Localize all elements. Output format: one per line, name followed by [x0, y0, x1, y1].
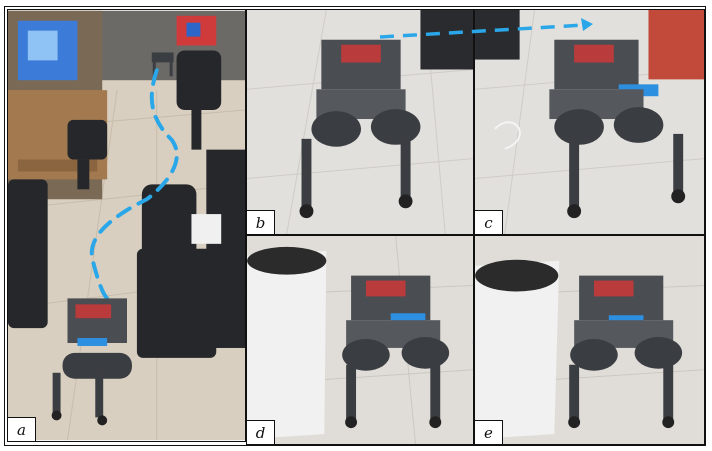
panel-b: b — [246, 9, 474, 235]
robot-dog — [51, 298, 132, 426]
panel-e-photo — [475, 236, 704, 444]
panel-c: c — [474, 9, 705, 235]
dashed-path-arrow — [89, 68, 179, 301]
panel-d-photo — [247, 236, 473, 444]
robot-dog — [549, 39, 686, 219]
panel-label-e: e — [475, 420, 503, 444]
panel-label-a: a — [8, 417, 36, 441]
trash-bin — [475, 259, 560, 440]
panel-label-c: c — [475, 210, 503, 234]
robot-dog — [342, 275, 450, 429]
panel-d: d — [246, 235, 474, 445]
panel-c-photo — [475, 10, 704, 234]
panel-b-photo — [247, 10, 473, 234]
panel-a: a — [7, 9, 246, 442]
panel-e: e — [474, 235, 705, 445]
panel-a-photo — [8, 10, 245, 441]
panel-label-d: d — [247, 420, 275, 444]
panel-label-b: b — [247, 210, 275, 234]
robot-dog — [299, 39, 421, 219]
robot-dog — [568, 275, 683, 429]
trash-bin — [247, 246, 327, 440]
figure-frame: a b — [4, 6, 706, 446]
